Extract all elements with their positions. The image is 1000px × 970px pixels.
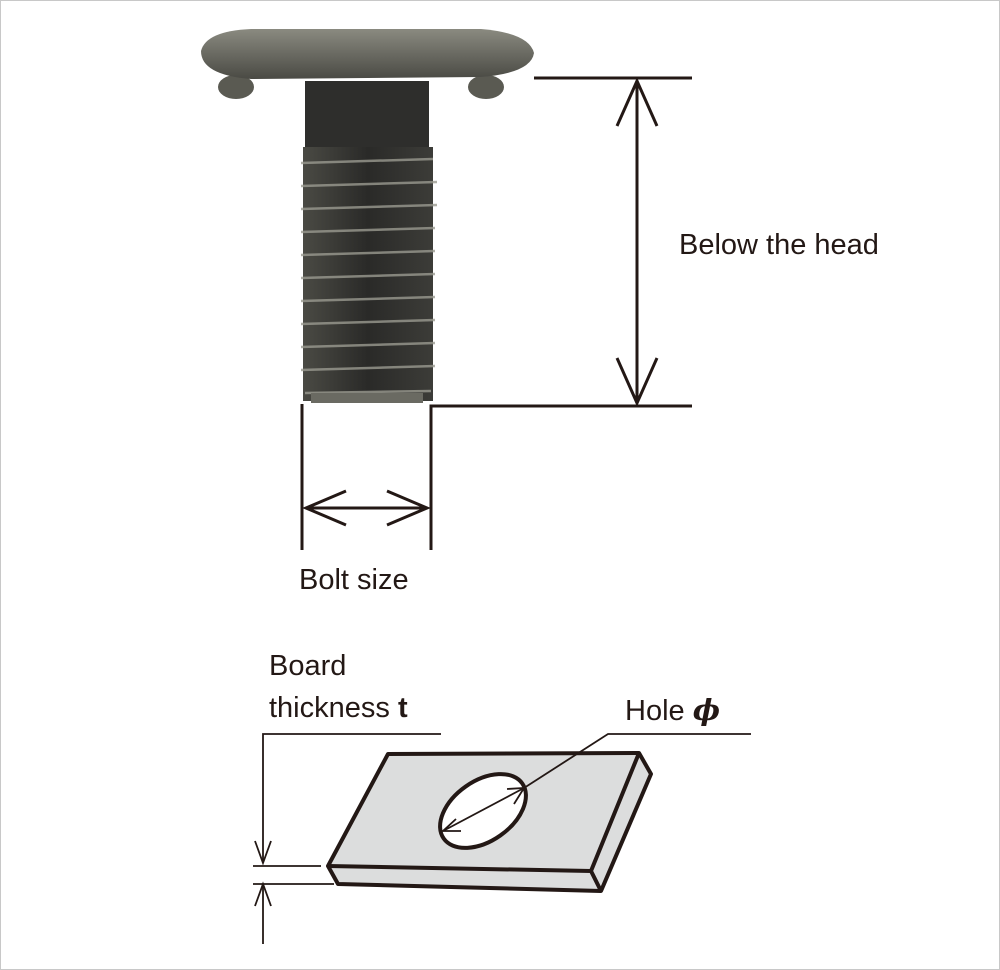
below-head-label: Below the head bbox=[679, 229, 879, 261]
plate-image bbox=[326, 751, 653, 893]
hole-text: Hole bbox=[625, 695, 685, 727]
hole-arrow bbox=[442, 787, 525, 832]
board-thickness-text: thickness bbox=[269, 692, 390, 724]
board-label-line2: thickness t bbox=[269, 691, 408, 725]
bottom-dimension-line bbox=[429, 404, 692, 550]
board-leader-line bbox=[262, 733, 441, 863]
hole-leader-line bbox=[523, 733, 751, 789]
bolt-size-label: Bolt size bbox=[299, 564, 409, 596]
bolt-image bbox=[201, 29, 534, 403]
hole-symbol: ϕ bbox=[692, 693, 721, 727]
board-thickness-symbol: t bbox=[397, 692, 408, 724]
hole-label: Hole ϕ bbox=[625, 693, 720, 728]
board-label-line1: Board bbox=[269, 650, 347, 682]
